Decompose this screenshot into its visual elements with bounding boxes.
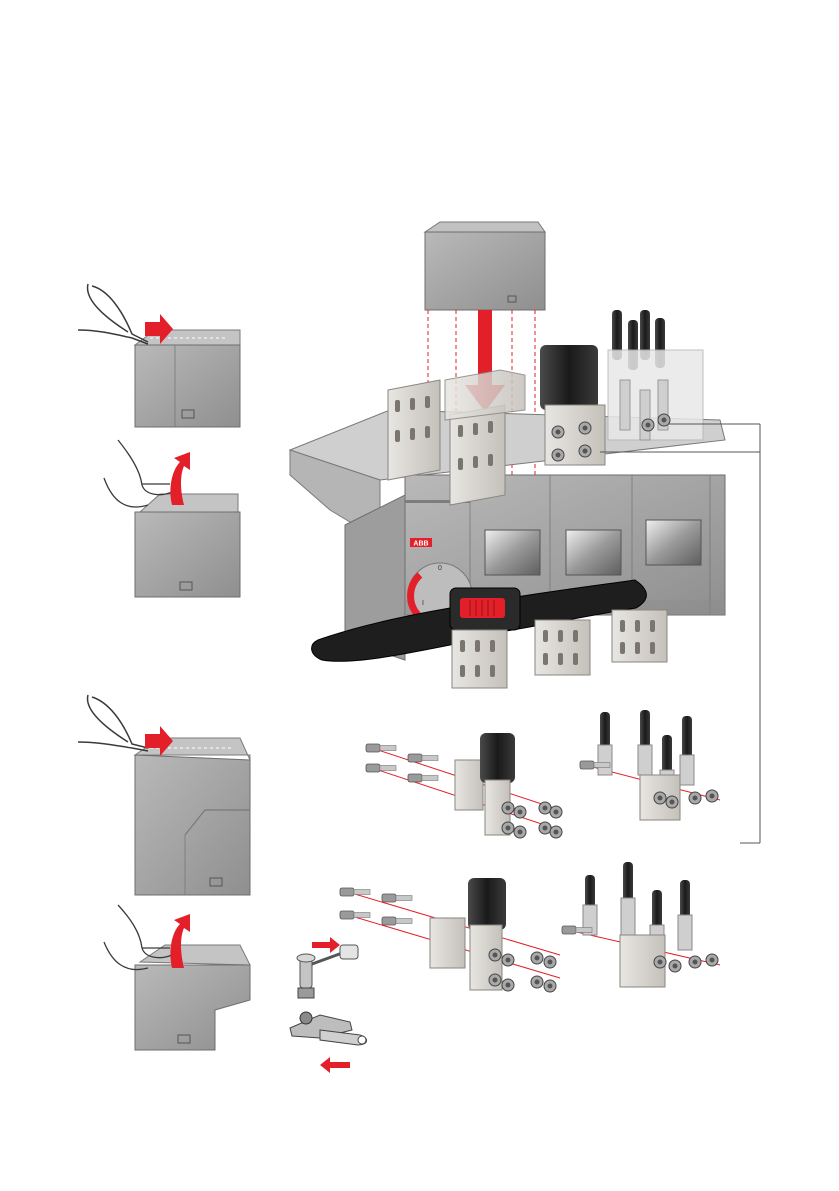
- viewing-window: [485, 530, 540, 575]
- terminal-plate: [612, 610, 667, 662]
- pliers-icon: [78, 284, 148, 344]
- torque-tool-detail: [290, 937, 367, 1073]
- step-lift-small-cover: [104, 440, 240, 597]
- tall-cover-lifted: [135, 945, 250, 1050]
- tall-cover-box: [135, 738, 250, 895]
- step-cut-tall-cover: [78, 695, 250, 895]
- bolt-assembly-single-cable-2: [340, 878, 560, 992]
- bolt-assembly-multi-cable-2: [562, 862, 720, 987]
- cable-lug-terminal: [540, 345, 605, 465]
- small-cover-lifted: [135, 494, 240, 597]
- svg-text:I: I: [422, 600, 424, 607]
- abb-logo: ABB: [410, 538, 432, 548]
- arrow-icon: [320, 1057, 350, 1073]
- bolt-assembly-multi-cable-1: [580, 710, 720, 820]
- step-lift-tall-cover: [104, 905, 250, 1050]
- viewing-window: [566, 530, 621, 575]
- terminal-plate: [535, 620, 590, 675]
- bolt-assembly-single-cable-1: [366, 733, 562, 838]
- step-cut-small-cover: [78, 284, 240, 427]
- svg-text:ABB: ABB: [413, 541, 428, 548]
- small-cover-box: [135, 330, 240, 427]
- terminal-plate: [450, 405, 505, 505]
- arrow-icon: [312, 937, 340, 953]
- viewing-window: [646, 520, 701, 565]
- pliers-icon: [78, 695, 148, 751]
- svg-text:0: 0: [438, 565, 442, 572]
- terminal-plate: [388, 380, 440, 480]
- terminal-plate: [452, 630, 507, 688]
- multi-cable-terminal: [608, 310, 703, 440]
